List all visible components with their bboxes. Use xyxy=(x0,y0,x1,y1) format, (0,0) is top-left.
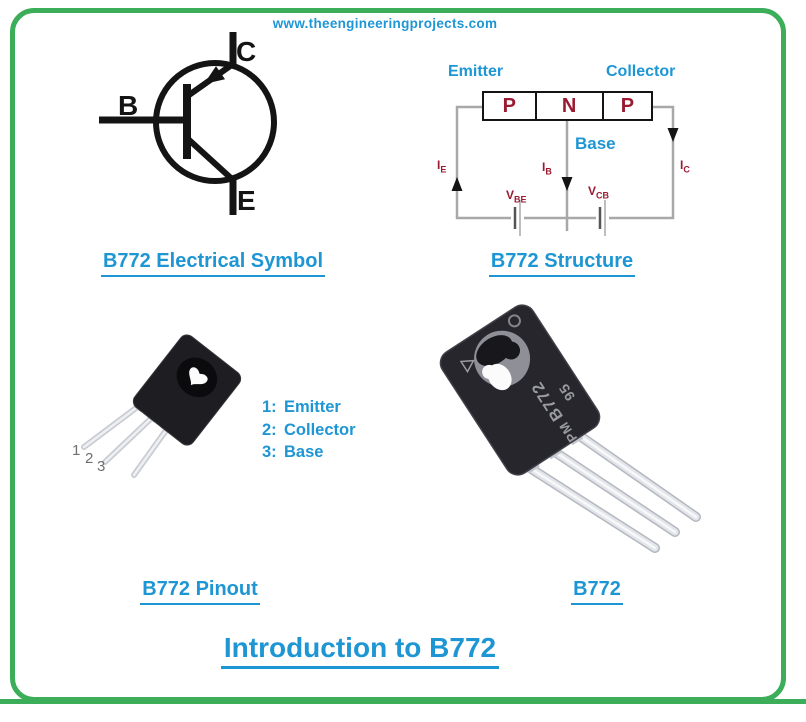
pin-legend-row-1: 1:Emitter xyxy=(262,398,341,416)
voltage-vbe-label: VBE xyxy=(506,188,527,205)
pnp-arrow xyxy=(204,66,225,84)
pinout-body xyxy=(132,334,242,446)
structure-base-label: Base xyxy=(575,134,616,153)
voltage-vcb-label: VCB xyxy=(588,184,610,201)
terminal-label-emitter: E xyxy=(237,185,256,216)
structure-emitter-label: Emitter xyxy=(448,63,504,80)
terminal-label-collector: C xyxy=(236,36,256,67)
transistor-photo-drawing: B772 PM 95 xyxy=(439,304,701,553)
page-title: Introduction to B772 xyxy=(110,632,610,669)
structure-diagram: Emitter Collector P N P Base IE IB IC VB… xyxy=(430,60,730,275)
pin-legend-row-3: 3:Base xyxy=(262,443,324,461)
current-ie-label: IE xyxy=(437,158,447,175)
region-p-emitter: P xyxy=(502,94,516,117)
battery-gap-2 xyxy=(596,209,609,227)
pnp-transistor-symbol: B C E xyxy=(99,32,277,216)
website-url[interactable]: www.theengineeringprojects.com xyxy=(272,16,498,31)
ie-arrow-up xyxy=(451,177,463,191)
pin-marker-3: 3 xyxy=(97,458,105,475)
photo-legs xyxy=(525,431,701,553)
structure-collector-label: Collector xyxy=(606,63,676,80)
pin-legend-row-2: 2:Collector xyxy=(262,420,356,439)
photo-body: B772 PM 95 xyxy=(439,304,601,476)
current-ib-label: IB xyxy=(542,160,552,177)
region-p-collector: P xyxy=(601,93,651,119)
pnp-region-box: P N P xyxy=(482,91,653,121)
emitter-diagonal xyxy=(185,136,236,183)
outer-circuit-wire xyxy=(455,105,675,220)
terminal-label-base: B xyxy=(118,90,138,121)
pinout-transistor-drawing: 1 2 3 xyxy=(72,334,242,478)
battery-gap-1 xyxy=(511,209,524,227)
c-ring-mark xyxy=(507,314,521,328)
ib-arrow-down xyxy=(561,177,573,191)
caption-electrical-symbol: B772 Electrical Symbol xyxy=(60,250,366,277)
structure-wires xyxy=(451,105,679,236)
current-ic-label: IC xyxy=(680,158,690,175)
ic-arrow-down xyxy=(667,128,679,142)
pin-legend: 1:Emitter 2:Collector 3:Base xyxy=(262,396,356,464)
caption-photo: B772 xyxy=(447,578,747,605)
bottom-border-line xyxy=(0,699,806,704)
pin-marker-1: 1 xyxy=(72,442,80,459)
caption-structure: B772 Structure xyxy=(412,250,712,277)
caption-pinout: B772 Pinout xyxy=(50,578,350,605)
pin-marker-2: 2 xyxy=(85,450,93,467)
polarity-triangle-mark xyxy=(459,359,475,374)
region-n-base: N xyxy=(534,93,602,119)
